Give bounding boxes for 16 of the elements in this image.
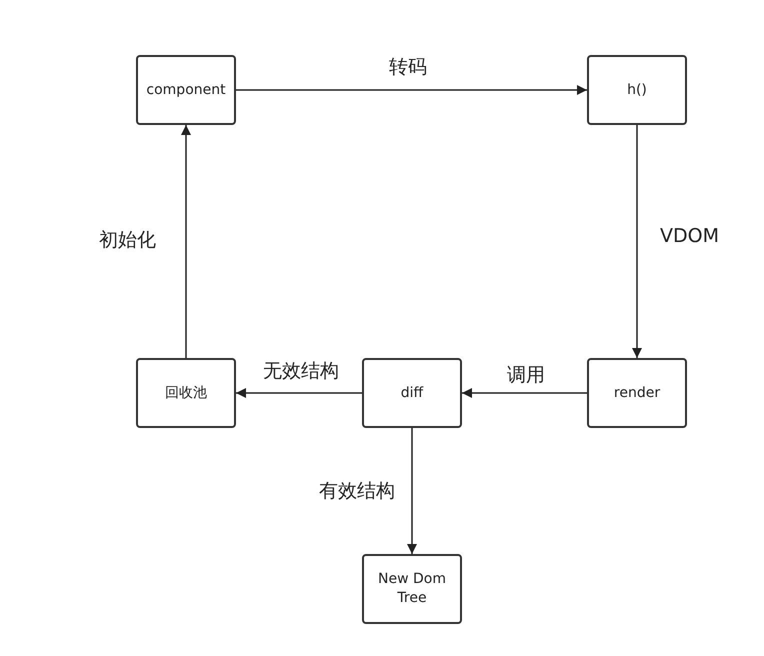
- process-box: 回收池: [136, 358, 236, 428]
- process-box: component: [136, 55, 236, 125]
- process-box: diff: [362, 358, 462, 428]
- arrow: [407, 428, 417, 554]
- edge-label: 有效结构: [317, 480, 397, 503]
- arrow: [181, 125, 191, 358]
- arrow: [632, 125, 642, 358]
- edge-label: 转码: [387, 56, 429, 79]
- process-box: render: [587, 358, 687, 428]
- arrow: [462, 388, 587, 398]
- edge-label: 初始化: [97, 229, 158, 252]
- process-box: h(): [587, 55, 687, 125]
- process-box: New Dom Tree: [362, 554, 462, 624]
- arrow: [236, 388, 362, 398]
- edge-label: 无效结构: [261, 360, 341, 383]
- arrow: [236, 85, 587, 95]
